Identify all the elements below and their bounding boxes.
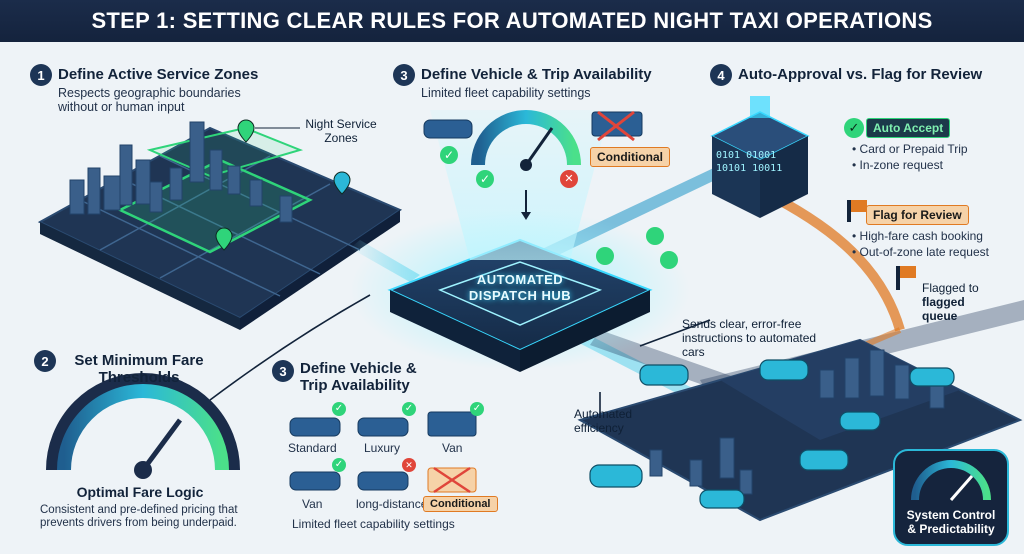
vehicle-label-luxury: Luxury [364,441,401,455]
flag-icon [851,200,867,212]
optimal-fare-title: Optimal Fare Logic [76,484,204,500]
auto-item: • Card or Prepaid Trip [852,142,968,156]
system-control-label: System Control & Predictability [906,508,996,537]
vehicle-label-long-distance: long-distance [356,497,428,511]
city-zone-map [37,119,403,330]
section-3-top-body: Limited fleet capability settings [421,86,591,100]
flagged-label: Flagged to flagged queue [922,281,979,323]
step-4-badge: 4 [710,64,732,86]
fare-gauge [46,373,240,479]
dispatch-hub-label: AUTOMATED DISPATCH HUB [468,272,572,303]
section-3-bottom-heading: Define Vehicle & Trip Availability [300,360,417,395]
vehicle-grid-icons [289,411,477,494]
flag-icon [847,200,851,222]
section-2-body: Consistent and pre-defined pricing that … [40,504,238,530]
check-icon: ✓ [476,170,494,188]
step-3-top-badge: 3 [393,64,415,86]
check-icon: ✓ [470,402,484,416]
vehicle-label-van-2: Van [302,497,323,511]
flag-icon [896,266,900,290]
top-fleet-gauge [471,110,581,220]
step-3-bottom-badge: 3 [272,360,294,382]
auto-accept-badge: Auto Accept [866,118,951,138]
cars [589,359,955,509]
control-gauge [893,449,1009,546]
auto-item: • In-zone request [852,158,943,172]
check-icon: ✓ [844,118,864,138]
step-1-badge: 1 [30,64,52,86]
flag-item: • High-fare cash booking [852,229,983,243]
section-1-heading: Define Active Service Zones [58,66,259,83]
step-2-badge: 2 [34,350,56,372]
sends-instructions-note: Sends clear, error-free instructions to … [682,317,817,359]
check-icon: ✓ [440,146,458,164]
check-icon: ✓ [332,458,346,472]
section-2-heading: Set Minimum Fare Thresholds [74,352,204,387]
road-checkmarks [596,227,678,269]
flag-item: • Out-of-zone late request [852,245,989,259]
decision-server [710,96,810,218]
section-1-body: Respects geographic boundaries without o… [58,86,241,115]
infographic-canvas [37,96,1024,546]
connector-arrows [209,294,711,418]
vehicle-label-standard: Standard [288,441,337,455]
vehicle-label-van: Van [442,441,463,455]
top-vehicle-icons [423,110,643,142]
flag-review-badge: Flag for Review [866,205,969,225]
section-4-heading: Auto-Approval vs. Flag for Review [738,66,983,83]
conditional-badge: Conditional [590,147,670,167]
night-zone-label: Night Service Zones [305,117,377,145]
section-3-bottom-footer: Limited fleet capability settings [292,517,455,531]
cross-icon: ✕ [402,458,416,472]
flag-icon [900,266,916,278]
check-icon: ✓ [402,402,416,416]
page-title: STEP 1: SETTING CLEAR RULES FOR AUTOMATE… [0,0,1024,42]
binary-readout: 0101 01001 10101 10011 [716,150,783,174]
check-icon: ✓ [332,402,346,416]
section-3-top-heading: Define Vehicle & Trip Availability [421,66,652,83]
cross-icon: ✕ [560,170,578,188]
vehicle-label-conditional: Conditional [423,496,498,512]
automated-efficiency-note: Automated efficiency [574,407,633,435]
